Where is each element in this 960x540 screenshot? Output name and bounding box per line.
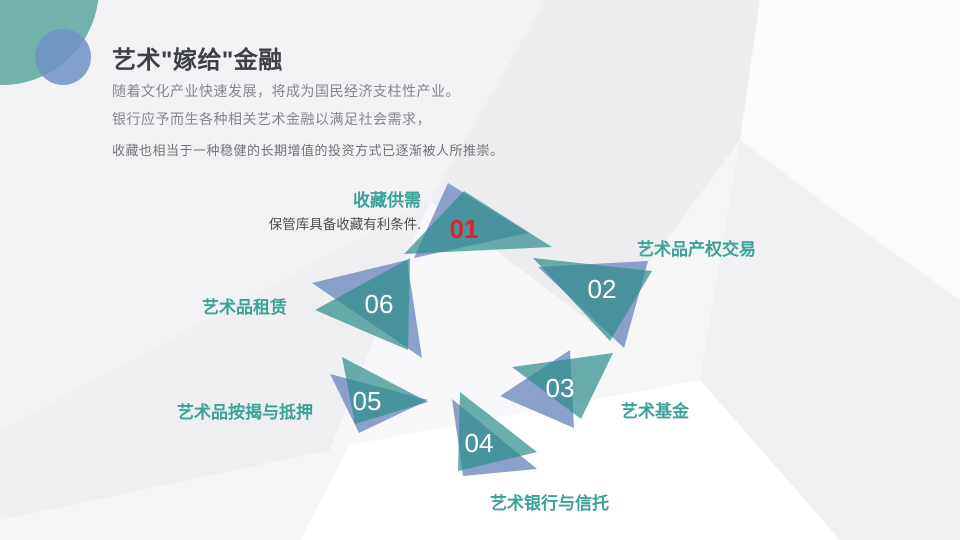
slide-title: 艺术"嫁给"金融 [112, 47, 283, 74]
petal-05-teal-triangle [342, 357, 428, 424]
petal-04-label: 艺术银行与信托 [490, 494, 609, 513]
petal-02-teal-triangle [533, 258, 652, 341]
petal-01-sublabel: 保管库具备收藏有利条件. [268, 217, 421, 232]
petal-03-number: 03 [545, 373, 575, 403]
petal-01-number: 01 [449, 214, 479, 244]
intro-line-3: 收藏也相当于一种稳健的长期增值的投资方式已逐渐被人所推崇。 [112, 143, 504, 158]
petal-01-teal-triangle [404, 191, 552, 254]
petal-06-label: 艺术品租赁 [202, 298, 287, 317]
petal-06-number: 06 [364, 289, 394, 319]
petal-06-teal-triangle [315, 258, 410, 350]
petal-04-number: 04 [464, 428, 494, 458]
petal-02-label: 艺术品产权交易 [637, 240, 756, 259]
petal-02-number: 02 [587, 274, 617, 304]
petal-04-teal-triangle [458, 392, 537, 471]
petal-05-label: 艺术品按揭与抵押 [177, 403, 313, 422]
petal-05-number: 05 [352, 386, 382, 416]
petal-03-teal-triangle [512, 353, 613, 419]
petal-01-label: 收藏供需 [353, 191, 421, 210]
intro-line-2: 银行应予而生各种相关艺术金融以满足社会需求， [112, 111, 431, 127]
intro-line-1: 随着文化产业快速发展，将成为国民经济支柱性产业。 [112, 83, 460, 99]
decor-circle-blue [35, 29, 91, 85]
petal-03-label: 艺术基金 [621, 402, 689, 421]
